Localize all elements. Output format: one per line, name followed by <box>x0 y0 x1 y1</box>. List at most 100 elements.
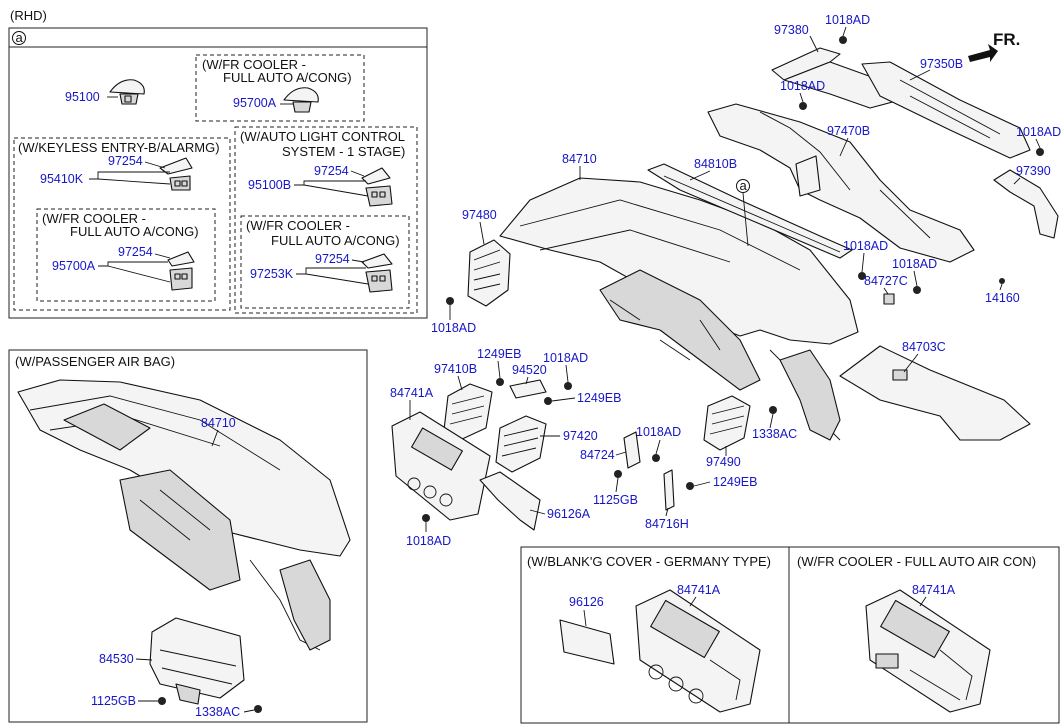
dashboard-84710-airbag-variant <box>17 379 351 651</box>
duct-97350b <box>861 61 1031 159</box>
trim-84810b <box>647 163 853 259</box>
label-97254-b: 97254 <box>118 245 153 259</box>
label-84741a: 84741A <box>390 386 434 400</box>
front-arrow-icon <box>968 44 998 62</box>
vent-97420 <box>495 415 547 473</box>
label-97253k: 97253K <box>250 267 294 281</box>
label-97390: 97390 <box>1016 164 1051 178</box>
vent-97480 <box>467 239 511 307</box>
switch-95700a-top <box>283 87 319 113</box>
center-panel-84741a-germany <box>635 589 761 713</box>
bracket-96126a <box>479 471 541 531</box>
label-1125gb-1: 1125GB <box>593 493 638 507</box>
label-84724: 84724 <box>580 448 615 462</box>
label-1338ac-2: 1338AC <box>195 705 240 719</box>
keyless-caption: (W/KEYLESS ENTRY-B/ALARMG) <box>18 140 220 155</box>
circle-a-text: a <box>16 30 24 45</box>
label-97254-d: 97254 <box>315 252 350 266</box>
label-95100b: 95100B <box>248 178 291 192</box>
label-97490: 97490 <box>706 455 741 469</box>
label-95100: 95100 <box>65 90 100 104</box>
label-97254-a: 97254 <box>108 154 143 168</box>
label-1249eb-1: 1249EB <box>477 347 521 361</box>
trim-84716h <box>663 469 675 511</box>
fr-cooler-box-2 <box>36 208 216 302</box>
label-94520: 94520 <box>512 363 547 377</box>
label-97480: 97480 <box>462 208 497 222</box>
vent-97490 <box>703 395 751 451</box>
label-84741a-b: 84741A <box>677 583 721 597</box>
label-97470b: 97470B <box>827 124 870 138</box>
label-95700a: 95700A <box>52 259 96 273</box>
airbag-module-84530 <box>149 617 245 705</box>
passenger-airbag-caption: (W/PASSENGER AIR BAG) <box>15 354 175 369</box>
label-1338ac-1: 1338AC <box>752 427 797 441</box>
label-97410b: 97410B <box>434 362 477 376</box>
screw-1125gb-airbag <box>158 697 166 705</box>
screw-1338ac-airbag <box>254 705 262 713</box>
blank-cover-caption: (W/BLANK'G COVER - GERMANY TYPE) <box>527 554 771 569</box>
screw-1018ad-left <box>446 297 454 312</box>
label-1018ad-3: 1018AD <box>1016 125 1061 139</box>
duct-97390 <box>993 169 1059 239</box>
circle-a-callout-text: a <box>740 178 748 193</box>
label-14160: 14160 <box>985 291 1020 305</box>
cover-84703c <box>839 345 1031 441</box>
label-1018ad-4: 1018AD <box>843 239 888 253</box>
circle-a-marker <box>12 31 26 45</box>
label-97380: 97380 <box>774 23 809 37</box>
circle-a-callout <box>736 179 750 193</box>
dashboard-crash-pad-84710 <box>499 177 859 441</box>
switch-97254-d <box>361 253 393 293</box>
label-1018ad-2: 1018AD <box>780 79 825 93</box>
label-1249eb-2: 1249EB <box>577 391 621 405</box>
label-96126: 96126 <box>569 595 604 609</box>
label-84741a-c: 84741A <box>912 583 956 597</box>
duct-97470b <box>707 103 975 263</box>
label-97350b: 97350B <box>920 57 963 71</box>
label-1018ad-5: 1018AD <box>892 257 937 271</box>
label-1018ad-9: 1018AD <box>406 534 451 548</box>
fr-cooler-full-caption: (W/FR COOLER - FULL AUTO AIR CON) <box>797 554 1036 569</box>
fr-cooler-box-1 <box>195 54 365 122</box>
label-97254-c: 97254 <box>314 164 349 178</box>
auto-light-box <box>234 126 418 314</box>
fr-cooler-box-3 <box>240 215 410 309</box>
bracket-84724 <box>623 431 641 469</box>
label-84727c: 84727C <box>864 274 908 288</box>
label-1018ad-6: 1018AD <box>431 321 476 335</box>
auto-light-line1: (W/AUTO LIGHT CONTROL <box>240 129 405 144</box>
label-1125gb-2: 1125GB <box>91 694 136 708</box>
label-84716h: 84716H <box>645 517 689 531</box>
label-95410k: 95410K <box>40 172 84 186</box>
label-84710: 84710 <box>562 152 597 166</box>
blank-cover-96126 <box>559 619 615 665</box>
center-panel-84741a-fr-cooler <box>865 589 991 713</box>
switch-97254-a <box>159 157 193 191</box>
label-96126a: 96126A <box>547 507 591 521</box>
fr-cooler-2-line2: FULL AUTO A/CONG) <box>70 224 199 239</box>
label-1018ad-7: 1018AD <box>543 351 588 365</box>
label-1018ad-1: 1018AD <box>825 13 870 27</box>
variant-frame <box>520 546 1060 724</box>
passenger-airbag-box <box>8 349 368 723</box>
label-1018ad-8: 1018AD <box>636 425 681 439</box>
label-1249eb-3: 1249EB <box>713 475 757 489</box>
label-97420: 97420 <box>563 429 598 443</box>
label-84530: 84530 <box>99 652 134 666</box>
region-label: (RHD) <box>10 8 47 23</box>
fr-cooler-3-line1: (W/FR COOLER - <box>246 218 350 233</box>
bracket-94520 <box>509 379 547 399</box>
screws-main <box>422 36 1044 522</box>
label-84810b: 84810B <box>694 157 737 171</box>
fr-cooler-1-line1: (W/FR COOLER - <box>202 57 306 72</box>
clip-84727c <box>883 293 895 305</box>
label-84710-b: 84710 <box>201 416 236 430</box>
center-panel-84741a <box>391 411 491 521</box>
fr-cooler-1-line2: FULL AUTO A/CONG) <box>223 70 352 85</box>
fr-cooler-3-line2: FULL AUTO A/CONG) <box>271 233 400 248</box>
switch-97254-c <box>361 167 393 207</box>
label-95700a-top: 95700A <box>233 96 277 110</box>
auto-light-line2: SYSTEM - 1 STAGE) <box>282 144 405 159</box>
